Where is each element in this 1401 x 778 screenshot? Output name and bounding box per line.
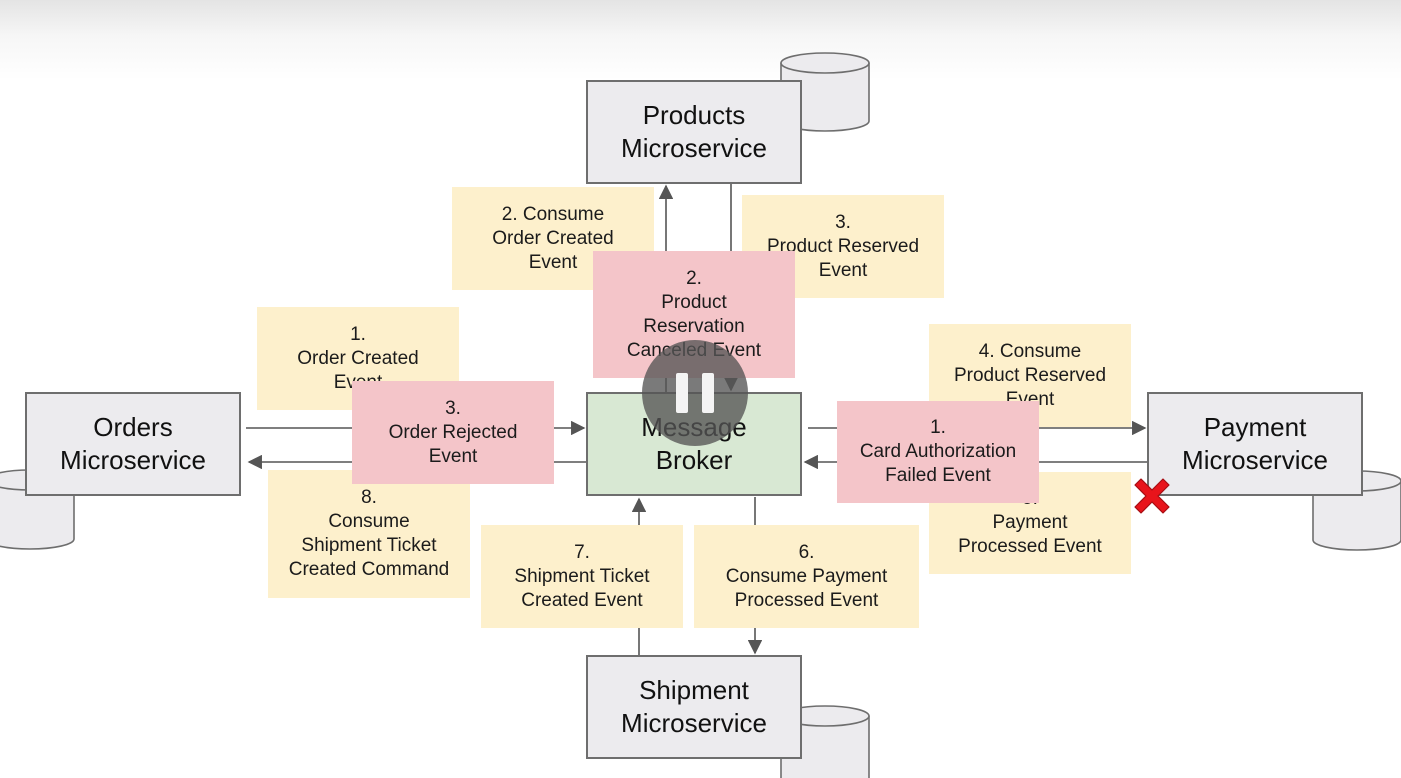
orders-microservice: Orders Microservice xyxy=(25,392,241,496)
note-consume-shipment-ticket: 8. Consume Shipment Ticket Created Comma… xyxy=(268,470,470,598)
pause-icon xyxy=(676,373,688,413)
shipment-microservice: Shipment Microservice xyxy=(586,655,802,759)
note-shipment-ticket-created: 7. Shipment Ticket Created Event xyxy=(481,525,683,628)
note-card-authorization-failed: 1. Card Authorization Failed Event xyxy=(837,401,1039,503)
database-cylinder-icon xyxy=(780,52,870,132)
products-microservice: Products Microservice xyxy=(586,80,802,184)
pause-icon xyxy=(702,373,714,413)
top-shade xyxy=(0,0,1401,80)
database-cylinder-icon xyxy=(780,705,870,778)
note-order-rejected: 3. Order Rejected Event xyxy=(352,381,554,484)
red-x-icon xyxy=(1134,478,1170,514)
pause-button[interactable] xyxy=(642,340,748,446)
payment-microservice: Payment Microservice xyxy=(1147,392,1363,496)
note-consume-payment-processed: 6. Consume Payment Processed Event xyxy=(694,525,919,628)
